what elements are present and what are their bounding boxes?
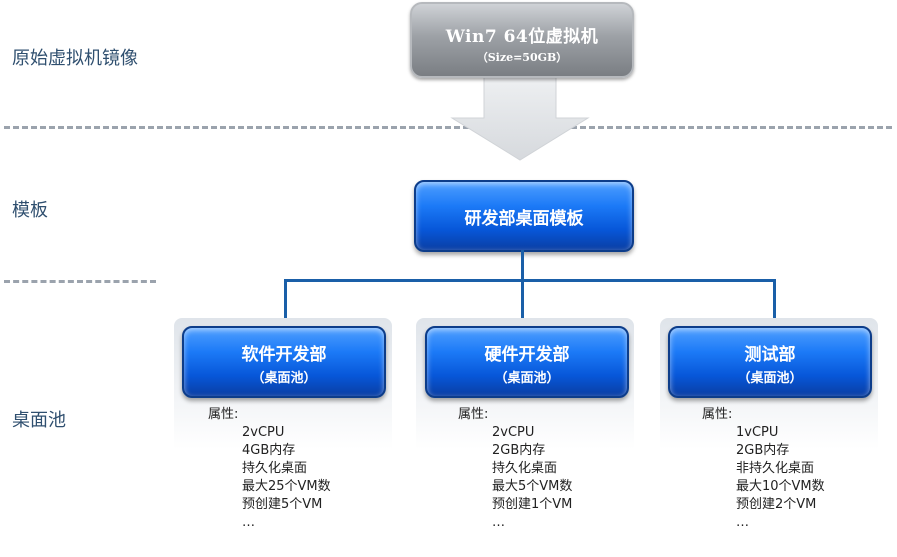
pool-box-hardware: 硬件开发部 （桌面池） bbox=[425, 326, 629, 398]
attribute-item: 非持久化桌面 bbox=[736, 461, 815, 476]
attribute-item: 最大25个VM数 bbox=[242, 479, 331, 494]
attribute-item: 预创建5个VM bbox=[242, 497, 323, 512]
pool-attributes-test: 属性: 1vCPU 2GB内存 非持久化桌面 最大10个VM数 预创建2个VM … bbox=[702, 406, 825, 532]
attribute-item: 2GB内存 bbox=[492, 443, 546, 458]
connector-pool-1 bbox=[284, 279, 287, 327]
attributes-label: 属性: bbox=[208, 407, 239, 422]
attribute-item: 持久化桌面 bbox=[492, 461, 558, 476]
source-vm-title: Win7 64位虚拟机 bbox=[445, 27, 599, 47]
pool-subtitle: （桌面池） bbox=[494, 371, 560, 386]
attributes-label: 属性: bbox=[702, 407, 733, 422]
template-box: 研发部桌面模板 bbox=[414, 180, 634, 252]
attribute-item: … bbox=[242, 515, 255, 530]
pool-subtitle: （桌面池） bbox=[737, 371, 803, 386]
row-label-template: 模板 bbox=[12, 200, 48, 221]
pool-title: 软件开发部 bbox=[241, 345, 327, 365]
attribute-item: 2vCPU bbox=[242, 425, 285, 440]
connector-template-down bbox=[521, 250, 524, 280]
connector-horizontal bbox=[284, 279, 776, 282]
source-vm-subtitle: （Size=50GB） bbox=[476, 51, 568, 64]
pool-attributes-software: 属性: 2vCPU 4GB内存 持久化桌面 最大25个VM数 预创建5个VM … bbox=[208, 406, 331, 532]
attribute-item: 2GB内存 bbox=[736, 443, 790, 458]
pool-title: 测试部 bbox=[744, 345, 796, 365]
separator-line-top bbox=[4, 126, 892, 129]
row-label-desktop-pool: 桌面池 bbox=[12, 410, 66, 431]
row-label-original-image: 原始虚拟机镜像 bbox=[12, 48, 138, 69]
attribute-item: 预创建1个VM bbox=[492, 497, 573, 512]
pool-attributes-hardware: 属性: 2vCPU 2GB内存 持久化桌面 最大5个VM数 预创建1个VM … bbox=[458, 406, 572, 532]
source-vm-box: Win7 64位虚拟机 （Size=50GB） bbox=[410, 2, 634, 78]
pool-subtitle: （桌面池） bbox=[251, 371, 317, 386]
attribute-item: … bbox=[736, 515, 749, 530]
separator-line-bottom bbox=[4, 280, 156, 283]
attribute-item: 最大10个VM数 bbox=[736, 479, 825, 494]
template-title: 研发部桌面模板 bbox=[464, 209, 584, 229]
pool-title: 硬件开发部 bbox=[484, 345, 570, 365]
connector-pool-2 bbox=[521, 279, 524, 327]
attribute-item: 最大5个VM数 bbox=[492, 479, 573, 494]
pool-box-test: 测试部 （桌面池） bbox=[668, 326, 872, 398]
pool-box-software: 软件开发部 （桌面池） bbox=[182, 326, 386, 398]
attribute-item: 1vCPU bbox=[736, 425, 779, 440]
attribute-item: 持久化桌面 bbox=[242, 461, 308, 476]
attributes-label: 属性: bbox=[458, 407, 489, 422]
attribute-item: 预创建2个VM bbox=[736, 497, 817, 512]
attribute-item: … bbox=[492, 515, 505, 530]
connector-pool-3 bbox=[773, 279, 776, 327]
attribute-item: 2vCPU bbox=[492, 425, 535, 440]
attribute-item: 4GB内存 bbox=[242, 443, 296, 458]
